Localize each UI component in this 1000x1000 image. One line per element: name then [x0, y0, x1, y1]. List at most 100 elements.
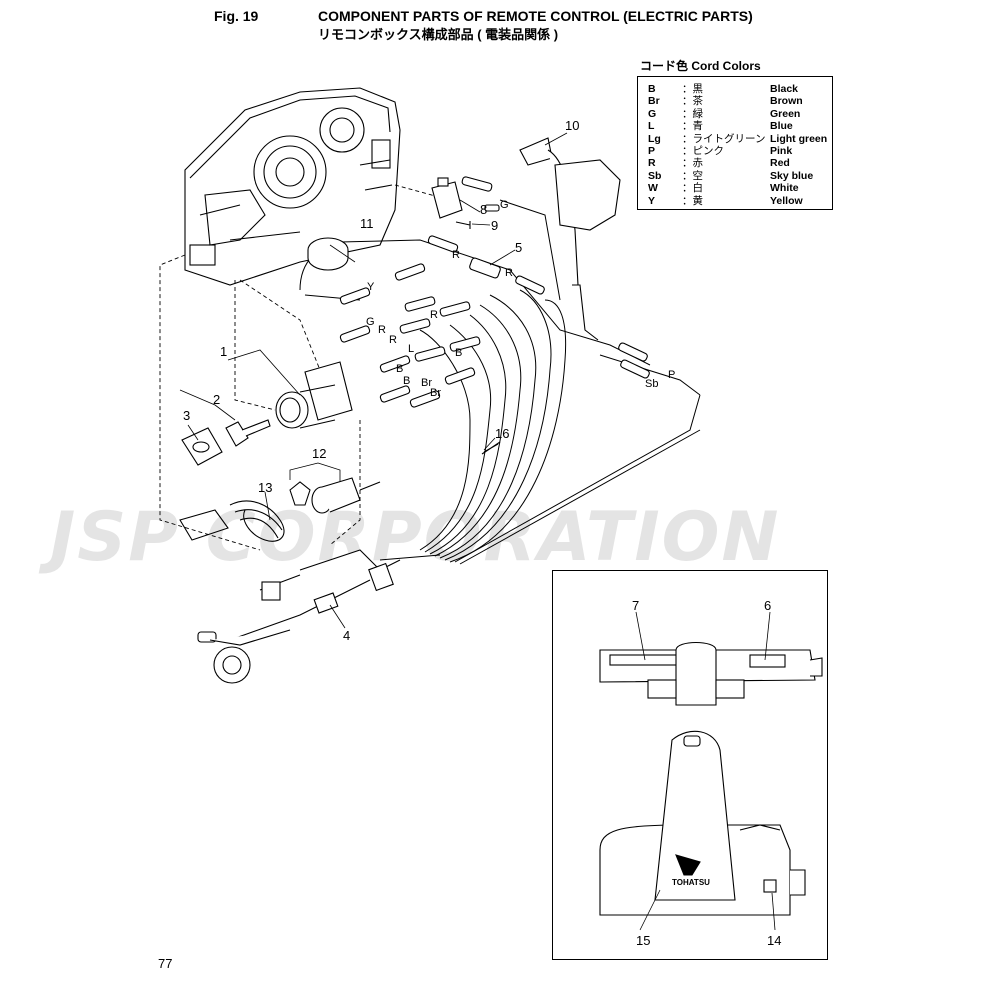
callout-10: 10	[565, 118, 579, 133]
legend-code: Br	[648, 95, 660, 108]
legend-code: Sb	[648, 169, 662, 182]
part-8-relay	[431, 177, 463, 219]
legend-jp: ：赤	[682, 157, 703, 170]
leader-lines	[159, 184, 451, 551]
wire-label: R	[389, 334, 397, 346]
legend-en: Green	[770, 107, 801, 120]
legend-code: W	[648, 182, 658, 195]
legend-row: L ：青 Blue	[638, 120, 832, 133]
callout-3: 3	[183, 408, 190, 423]
part-12-stop-switch	[311, 477, 381, 514]
legend-en: Brown	[770, 95, 803, 108]
legend-code: R	[648, 157, 656, 170]
wire-harness	[299, 199, 701, 565]
legend-jp: ：空	[682, 169, 703, 182]
callout-15: 15	[636, 933, 650, 948]
wire-label: R	[452, 249, 460, 261]
legend-jp: ：青	[682, 120, 703, 133]
part-16-pin	[481, 441, 501, 455]
callout-6: 6	[764, 598, 771, 613]
legend-row: Sb ：空 Sky blue	[638, 170, 832, 183]
callout-13: 13	[258, 480, 272, 495]
legend-jp: ：白	[682, 182, 703, 195]
callout-4: 4	[343, 628, 350, 643]
cord-color-legend: B ：黒 Black Br ：茶 Brown G ：緑 Green L ：青 Blue Lg ：ラ…	[637, 76, 833, 210]
legend-jp: ：緑	[682, 107, 703, 120]
wire-label: B	[396, 363, 403, 375]
part-11-buzzer	[307, 237, 349, 271]
legend-code: B	[648, 83, 656, 95]
legend-en: White	[770, 182, 799, 195]
legend-en: Yellow	[770, 194, 803, 207]
callout-14: 14	[767, 933, 781, 948]
inset-side-view: TOHATSU	[599, 730, 806, 916]
legend-row: B ：黒 Black	[638, 83, 832, 96]
legend-en: Light green	[770, 132, 828, 145]
wire-label: G	[366, 316, 375, 328]
wire-label: Sb	[645, 378, 658, 390]
wire-label: Br	[430, 387, 441, 399]
legend-jp: ：黄	[682, 194, 703, 207]
part-13-lanyard	[179, 481, 311, 542]
wire-label: Y	[367, 281, 375, 293]
legend-row: Br ：茶 Brown	[638, 95, 832, 108]
legend-jp: ：ピンク	[682, 145, 724, 157]
page-title: COMPONENT PARTS OF REMOTE CONTROL (ELECT…	[318, 8, 753, 24]
legend-code: Lg	[648, 132, 661, 145]
legend-title: コード色 Cord Colors	[640, 59, 761, 73]
legend-row: R ：赤 Red	[638, 157, 832, 170]
part-9-screw	[455, 221, 471, 229]
page-number: 77	[158, 956, 173, 971]
legend-jp: ：茶	[682, 95, 703, 108]
callout-2: 2	[213, 392, 220, 407]
callout-12: 12	[312, 446, 326, 461]
wire-label: R	[378, 324, 386, 336]
part-3-cap	[181, 427, 223, 466]
inset-view-frame	[552, 570, 828, 960]
callout-8: 8	[480, 202, 487, 217]
wire-label: R	[505, 267, 513, 279]
wire-label: B	[403, 375, 410, 387]
part-10-trim-switch	[519, 137, 621, 341]
legend-en: Black	[770, 83, 799, 95]
legend-code: P	[648, 145, 656, 157]
wire-label: P	[668, 369, 675, 381]
figure-number: Fig. 19	[214, 8, 259, 24]
legend-jp: ：ライトグリーン	[682, 132, 766, 145]
wire-label: B	[455, 347, 462, 359]
callout-16: 16	[495, 426, 509, 441]
callout-5: 5	[515, 240, 522, 255]
wire-label: L	[408, 343, 414, 355]
part-4-main-harness	[197, 549, 401, 684]
legend-code: L	[648, 120, 655, 133]
inset-top-view	[599, 641, 823, 706]
legend-en: Red	[770, 157, 790, 170]
legend-code: G	[648, 107, 657, 120]
legend-code: Y	[648, 194, 656, 207]
legend-row: Lg ：ライトグリーン Light green	[638, 133, 832, 146]
brand-logo-text: TOHATSU	[672, 878, 710, 887]
legend-en: Sky blue	[770, 169, 814, 182]
legend-row: G ：緑 Green	[638, 108, 832, 121]
callout-7: 7	[632, 598, 639, 613]
legend-en: Blue	[770, 120, 793, 133]
legend-row: P ：ピンク Pink	[638, 145, 832, 158]
part-5-connector	[469, 257, 501, 279]
wire-connectors	[339, 176, 650, 408]
wire-label: G	[500, 199, 509, 211]
wire-label: R	[430, 309, 438, 321]
remote-control-housing	[184, 87, 401, 286]
wire-label: Br	[421, 377, 432, 389]
callout-9: 9	[491, 218, 498, 233]
part-1-key-switch	[275, 361, 353, 429]
watermark-text: JSP CORPORATION	[50, 498, 781, 577]
legend-en: Pink	[770, 145, 793, 157]
legend-row: W ：白 White	[638, 182, 832, 195]
page-subtitle: リモコンボックス構成部品 ( 電装品関係 )	[318, 27, 559, 42]
callout-11: 11	[360, 216, 374, 231]
callout-leaders	[179, 132, 776, 931]
callout-1: 1	[220, 344, 227, 359]
legend-row: Y ：黄 Yellow	[638, 195, 832, 208]
legend-jp: ：黒	[682, 83, 703, 95]
